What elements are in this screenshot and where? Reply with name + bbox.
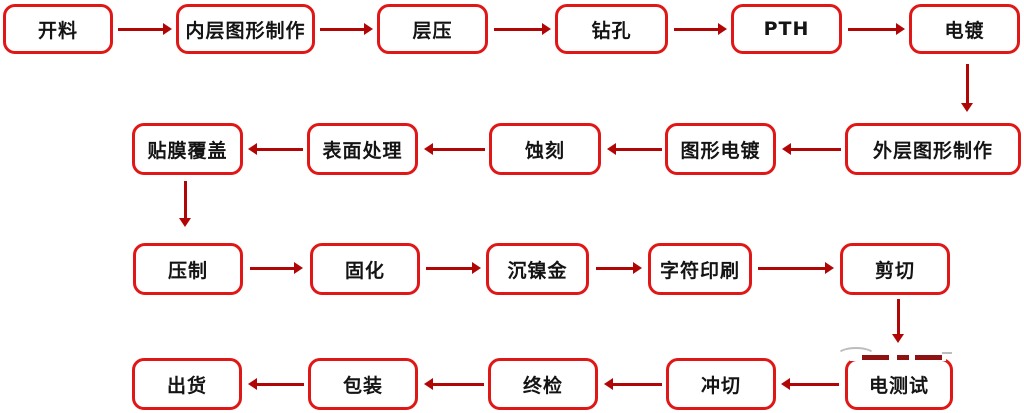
arrow-outer-imaging-to-pattern-plating: [782, 143, 841, 155]
node-packaging: 包装: [308, 358, 418, 410]
watermark-removal-artifact: [915, 355, 942, 360]
arrow-lamination-to-drilling: [494, 23, 551, 35]
node-inner-layer-imaging: 内层图形制作: [176, 4, 315, 54]
arrow-final-inspection-to-packaging: [424, 378, 484, 390]
node-pressing: 压制: [133, 243, 243, 295]
arrow-surface-treatment-to-film-covering: [248, 143, 303, 155]
watermark-removal-artifact: [942, 352, 952, 354]
node-drilling: 钻孔: [555, 4, 668, 54]
arrow-curing-to-enig: [426, 262, 481, 274]
node-shipping: 出货: [132, 358, 242, 410]
node-outer-layer-imaging: 外层图形制作: [845, 123, 1021, 175]
arrow-silkscreen-to-shearing: [758, 262, 834, 274]
node-curing: 固化: [310, 243, 420, 295]
node-surface-treatment: 表面处理: [307, 123, 418, 175]
node-shearing: 剪切: [840, 243, 950, 295]
arrow-shearing-to-electrical-test: [892, 299, 904, 343]
node-plating: 电镀: [909, 4, 1020, 54]
arrow-film-covering-to-pressing: [179, 181, 191, 227]
arrow-drilling-to-pth: [674, 23, 727, 35]
arrow-pattern-plating-to-etching: [607, 143, 662, 155]
arrow-packaging-to-shipping: [248, 378, 304, 390]
arrow-pressing-to-curing: [250, 262, 303, 274]
node-pattern-plating: 图形电镀: [665, 123, 776, 175]
arrow-inner-imaging-to-lamination: [320, 23, 373, 35]
node-material-cutting: 开料: [3, 4, 113, 54]
arrow-plating-to-outer-imaging: [961, 64, 973, 112]
node-lamination: 层压: [377, 4, 488, 54]
arrow-enig-to-silkscreen: [596, 262, 642, 274]
arrow-etching-to-surface-treatment: [424, 143, 485, 155]
node-punching: 冲切: [666, 358, 776, 410]
watermark-removal-artifact: [836, 347, 876, 365]
arrow-pth-to-plating: [848, 23, 905, 35]
arrow-electrical-test-to-punching: [781, 378, 839, 390]
arrow-punching-to-final-inspection: [604, 378, 662, 390]
node-electrical-test: 电测试: [845, 358, 953, 410]
node-etching: 蚀刻: [489, 123, 601, 175]
node-pth: PTH: [731, 4, 842, 54]
arrow-cutting-to-inner-imaging: [118, 23, 172, 35]
watermark-removal-artifact: [897, 355, 909, 360]
node-silkscreen-printing: 字符印刷: [648, 243, 752, 295]
node-enig: 沉镍金: [486, 243, 589, 295]
node-film-covering: 贴膜覆盖: [132, 123, 243, 175]
node-final-inspection: 终检: [488, 358, 598, 410]
